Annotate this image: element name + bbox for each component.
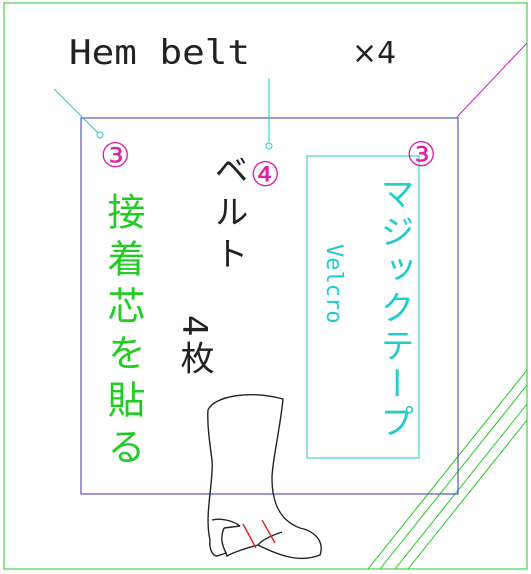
velcro-jp-text: マジックテープ [374, 176, 414, 442]
marker-center: ④ [250, 155, 280, 195]
velcro-en-text: Velcro [321, 244, 346, 323]
title-text: Hem belt [69, 33, 250, 73]
belt-count-text: 4枚 [174, 315, 214, 379]
interfacing-text: 接着芯を貼る [101, 192, 145, 474]
quantity-text: ×4 [352, 36, 396, 71]
leader-left [53, 88, 104, 139]
leader-right [456, 42, 528, 118]
leader-center [265, 78, 273, 150]
outer-frame [3, 2, 528, 570]
marker-left: ③ [100, 136, 130, 176]
boot-sketch [207, 394, 322, 560]
boot-heel-band [242, 519, 276, 549]
marker-right: ③ [406, 135, 436, 175]
belt-text: ベルト [208, 152, 248, 278]
hatch-lines [367, 369, 528, 570]
velcro-box [306, 155, 420, 459]
